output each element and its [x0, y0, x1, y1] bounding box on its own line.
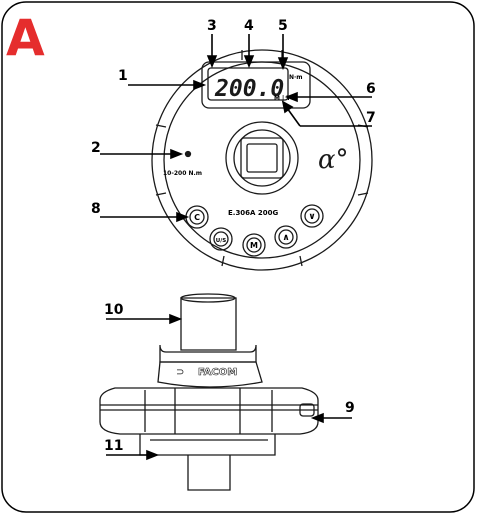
- drive-inner-ring: [233, 129, 291, 187]
- side-body-ribs: [144, 388, 273, 434]
- arrow-10: [169, 313, 183, 325]
- square-drive-socket: [246, 143, 278, 173]
- callout-2: 2: [91, 140, 101, 156]
- model-text: E.306A 200G: [228, 209, 279, 217]
- button-down-outer[interactable]: [300, 204, 324, 228]
- button-units-outer[interactable]: [209, 227, 233, 251]
- button-memory[interactable]: [242, 233, 266, 257]
- outer-body: [151, 49, 373, 271]
- lcd-reading: 200.0: [214, 76, 284, 102]
- panel-letter: A: [6, 9, 45, 67]
- button-up-inner[interactable]: [278, 229, 294, 245]
- arrow-3: [206, 55, 218, 69]
- drive-outer-ring: [225, 121, 299, 195]
- button-down-label: ∨: [308, 212, 315, 222]
- button-down[interactable]: [300, 204, 324, 228]
- callout-4: 4: [244, 18, 254, 34]
- arrow-6: [284, 91, 298, 103]
- side-collar-top: [159, 344, 257, 363]
- button-up-outer[interactable]: [274, 225, 298, 249]
- button-down-inner[interactable]: [304, 208, 320, 224]
- leader-7-diagonal: [286, 107, 301, 127]
- arrow-11: [146, 449, 160, 461]
- button-memory-outer[interactable]: [242, 233, 266, 257]
- callout-3: 3: [207, 18, 217, 34]
- brand-text: FACOM: [198, 367, 237, 378]
- callout-11: 11: [104, 438, 123, 454]
- arrow-1: [193, 79, 207, 91]
- arrow-5: [277, 57, 289, 71]
- button-memory-label: M: [250, 241, 258, 250]
- button-units-label: U/S: [216, 238, 226, 244]
- arrow-4: [243, 55, 255, 69]
- button-clear-inner[interactable]: [189, 209, 205, 225]
- alpha-logo-icon: α°: [318, 145, 349, 175]
- square-drive-outline: [240, 137, 284, 179]
- side-body: [99, 387, 319, 435]
- side-base-plate: [139, 434, 276, 456]
- button-units[interactable]: [209, 227, 233, 251]
- callout-6: 6: [366, 81, 376, 97]
- side-body-seam: [100, 404, 318, 411]
- lcd-window: [207, 67, 289, 101]
- button-up[interactable]: [274, 225, 298, 249]
- arrow-9: [310, 412, 324, 424]
- side-collar-brand-band: [157, 361, 263, 388]
- lcd-mode: M | T: [274, 95, 291, 102]
- side-bottom-square: [187, 455, 231, 491]
- button-units-inner[interactable]: [213, 231, 229, 247]
- callout-9: 9: [345, 400, 355, 416]
- range-text: 10-200 N.m: [163, 170, 202, 177]
- arrow-7: [281, 100, 294, 114]
- callout-5: 5: [278, 18, 288, 34]
- arrow-2: [170, 148, 184, 160]
- button-up-label: ∧: [282, 233, 289, 243]
- arrow-8: [176, 211, 190, 223]
- indicator-led: [184, 150, 192, 158]
- side-port: [299, 403, 315, 417]
- callout-8: 8: [91, 201, 101, 217]
- side-square-drive: [180, 297, 237, 351]
- lcd-unit: N·m: [289, 74, 303, 81]
- side-square-drive-top: [180, 293, 236, 303]
- callout-7: 7: [366, 110, 376, 126]
- callout-1: 1: [118, 68, 128, 84]
- brand-logo-icon: ⊃: [176, 367, 184, 378]
- callout-10: 10: [104, 302, 124, 318]
- button-memory-inner[interactable]: [246, 237, 262, 253]
- callout-leaders: [100, 34, 372, 461]
- side-view: [99, 293, 319, 491]
- button-clear-label: C: [194, 213, 200, 222]
- top-view: α°: [151, 49, 373, 271]
